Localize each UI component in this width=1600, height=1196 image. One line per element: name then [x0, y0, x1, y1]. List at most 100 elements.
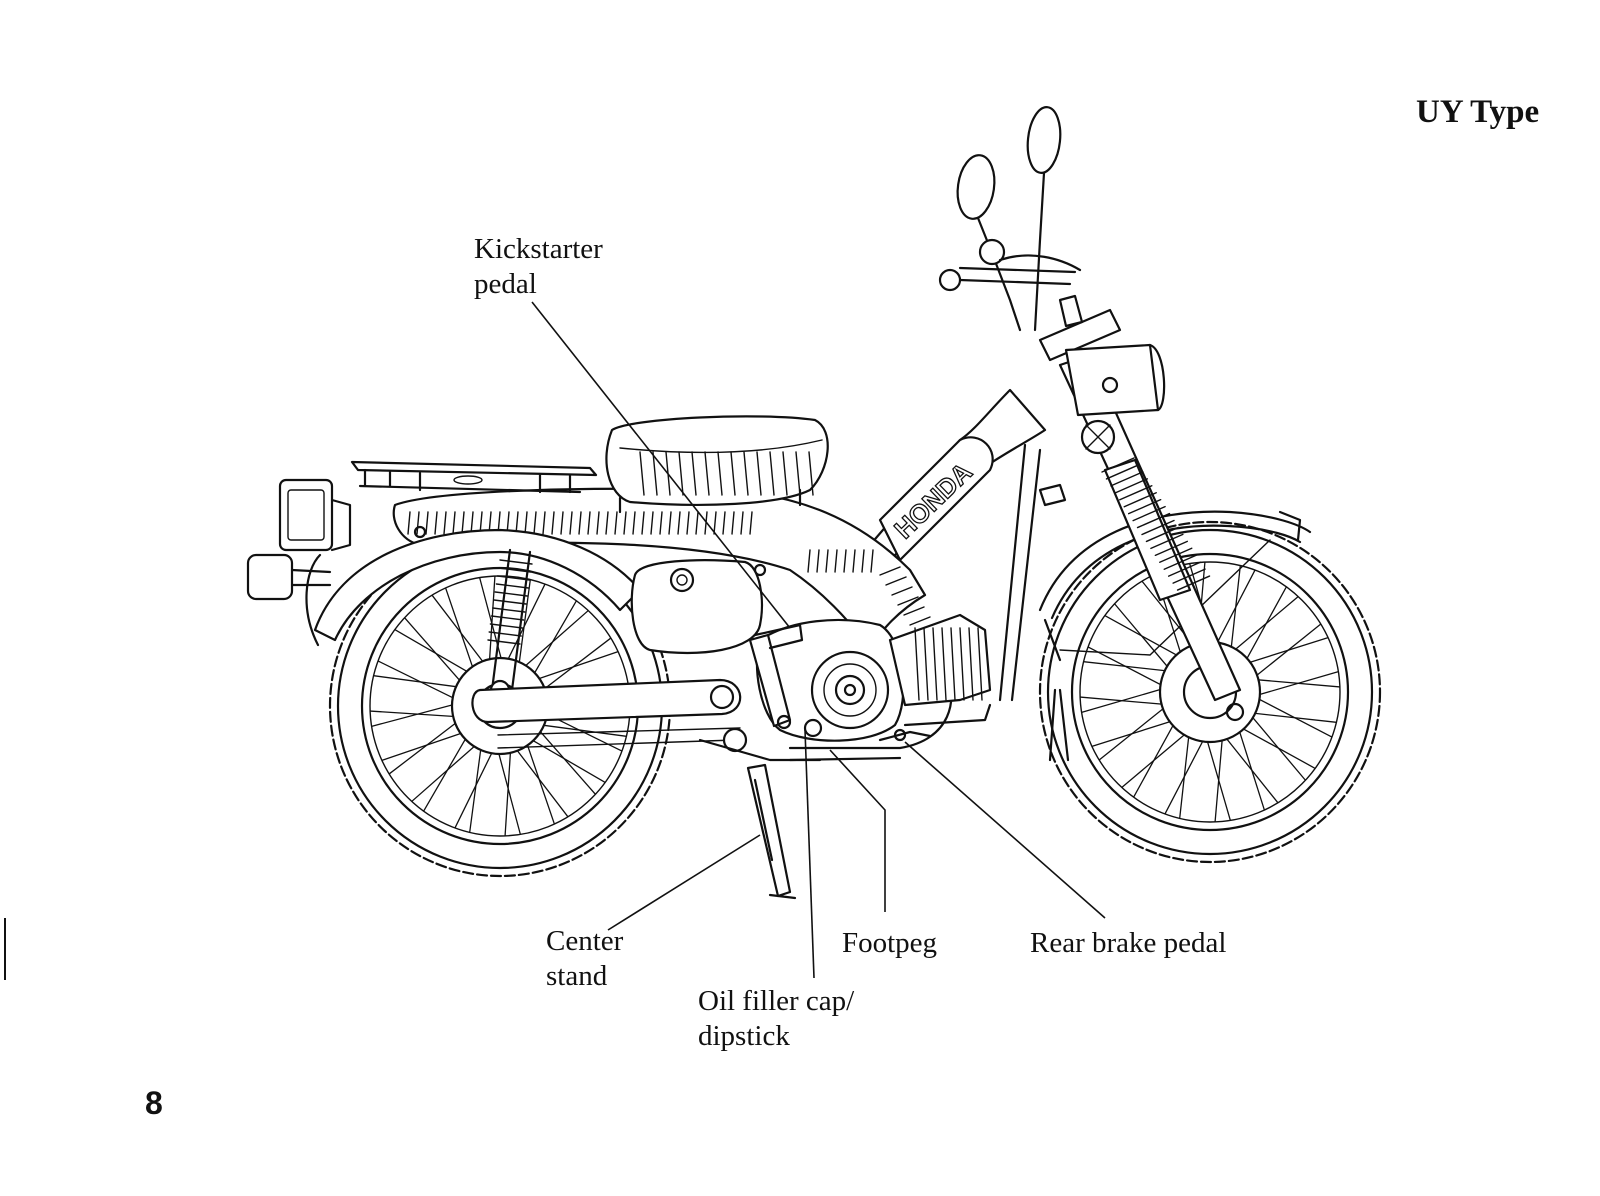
body-vent-slot	[879, 566, 901, 576]
body-vent-slot	[551, 511, 555, 535]
rear-fender	[305, 528, 642, 647]
body-vent-slot	[533, 511, 537, 535]
front-fender	[1038, 510, 1312, 762]
footpeg-drawing	[788, 718, 902, 762]
leader-footpeg	[829, 749, 886, 912]
body-vent-slot	[722, 511, 726, 535]
fork-spring-coil	[1167, 561, 1202, 577]
body-vent-slot	[614, 511, 618, 535]
rear-shock-coil	[488, 631, 522, 637]
seat-rib	[691, 451, 697, 496]
rear-brake-pedal-drawing	[878, 728, 932, 742]
rear-turn-signal	[246, 553, 332, 601]
body-vent-slot	[816, 549, 820, 573]
body-vent-slot	[623, 511, 627, 535]
body-vent-slot	[632, 511, 636, 535]
rear-shock-coil	[492, 607, 526, 613]
seat-rib	[743, 451, 749, 496]
label-rear-brake-pedal: Rear brake pedal	[1030, 926, 1226, 961]
engine-cooling-fin	[914, 627, 920, 701]
body-vent-slot	[870, 549, 874, 573]
body-vent-slot	[825, 549, 829, 573]
body-vent-slot	[897, 596, 919, 606]
frame-bracket	[1038, 483, 1067, 507]
front-wheel	[1038, 520, 1382, 864]
seat-rib	[782, 451, 788, 496]
fork-spring-coil	[1119, 485, 1153, 501]
side-cover	[630, 559, 763, 655]
label-kickstarter-line2: pedal	[474, 268, 537, 300]
leader-oil-filler-cap	[804, 729, 815, 979]
leader-center-stand	[607, 834, 761, 931]
center-stand-drawing	[698, 727, 822, 900]
label-rear-brake-text: Rear brake pedal	[1030, 927, 1227, 959]
rear-shock-coil	[498, 567, 532, 573]
body-vent-slot	[578, 511, 582, 535]
fork-spring-coil	[1159, 547, 1193, 563]
body-vent-slot	[542, 511, 546, 535]
fork-spring-coil	[1163, 554, 1197, 570]
label-center-stand-line1: Center	[546, 925, 624, 957]
leader-lines	[531, 301, 1106, 979]
seat	[605, 415, 829, 514]
engine-cooling-fin	[977, 627, 983, 701]
label-center-stand-line2: stand	[546, 960, 608, 992]
body-vent-slot	[650, 511, 654, 535]
body-vent-slot	[443, 511, 447, 535]
swingarm	[471, 678, 742, 749]
fork-spring-coil	[1141, 519, 1175, 536]
body-vent-slot	[852, 549, 856, 573]
label-center-stand: Center stand	[546, 924, 623, 994]
engine-cooling-fin	[959, 627, 965, 701]
body-vent-slot	[695, 511, 699, 535]
body-vent-slot	[461, 511, 465, 535]
engine	[755, 613, 992, 742]
tail-light	[278, 478, 352, 552]
body-vent-slot	[909, 616, 931, 626]
label-kickstarter-line1: Kickstarter	[474, 233, 603, 265]
fork-spring-coil	[1136, 512, 1171, 529]
seat-rib	[795, 451, 801, 496]
body-vent-slot	[452, 511, 456, 535]
engine-cooling-fin	[950, 627, 956, 701]
fork-spring-coil	[1150, 533, 1184, 550]
engine-cooling-fin	[968, 627, 974, 701]
body-vent-slot	[686, 511, 690, 535]
body-vent-slot	[903, 606, 925, 616]
engine-cooling-fin	[941, 627, 947, 701]
rear-shock-coil	[489, 623, 524, 629]
rear-shock-coil	[495, 583, 530, 589]
label-footpeg-text: Footpeg	[842, 927, 938, 959]
fork-spring-coil	[1154, 540, 1189, 557]
body-vent-slot	[740, 511, 744, 535]
handlebar-assembly	[938, 106, 1166, 417]
fork-spring-coil	[1114, 478, 1149, 494]
seat-rib	[808, 451, 814, 496]
rear-shock-coil	[490, 615, 525, 621]
body-vent-slot	[407, 511, 411, 535]
body-vent-slot	[834, 549, 838, 573]
fork-spring-coil	[1176, 575, 1211, 591]
seat-rib	[639, 451, 645, 496]
body-vent-slot	[668, 511, 672, 535]
body-vent-slot	[641, 511, 645, 535]
body-vent-slot	[605, 511, 609, 535]
seat-rib	[717, 451, 723, 496]
rear-shock-coil	[487, 639, 521, 645]
body-vent-slot	[807, 549, 811, 573]
leader-rear-brake-pedal	[904, 741, 1106, 919]
body-vent-slot	[416, 511, 420, 535]
fork-spring-coil	[1127, 498, 1162, 515]
frame-body	[392, 388, 1047, 750]
fork-spring-coil	[1101, 457, 1135, 473]
body-vent-slot	[659, 511, 663, 535]
front-reflector	[1080, 419, 1116, 455]
body-vent-slot	[731, 511, 735, 535]
label-footpeg: Footpeg	[842, 926, 937, 961]
engine-cooling-fin	[932, 627, 938, 701]
fork-spring-coil	[1172, 568, 1206, 584]
engine-cooling-fin	[923, 627, 929, 701]
rear-shock-coil	[499, 559, 533, 565]
